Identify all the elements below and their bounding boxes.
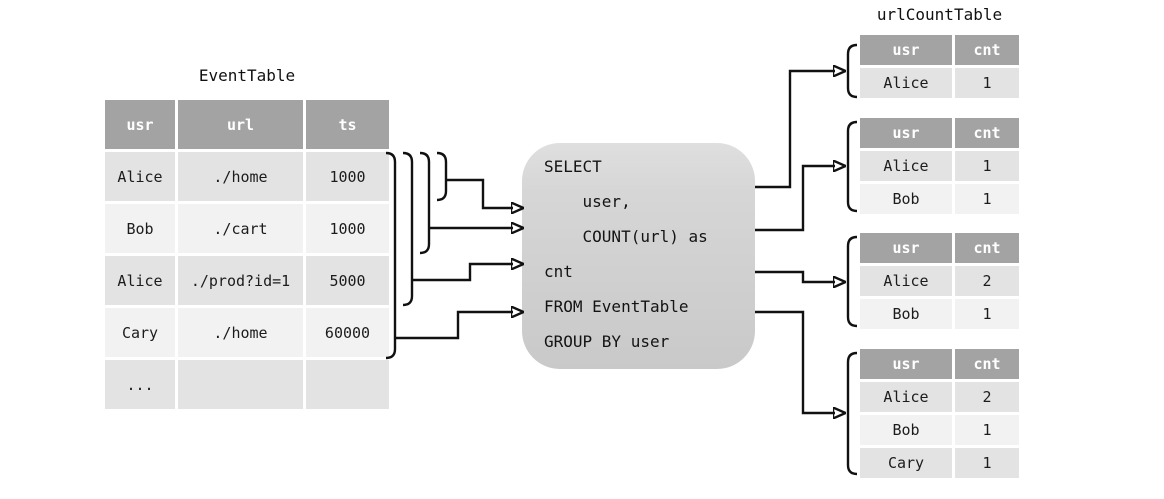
result-cell-cnt: 1 xyxy=(955,151,1019,181)
flow-arrow-into-query-4 xyxy=(395,312,513,340)
result-cell-usr: Bob xyxy=(860,299,952,329)
result-cell-cnt: 2 xyxy=(955,266,1019,296)
result-cell-cnt: 2 xyxy=(955,382,1019,412)
event-cell-usr: Cary xyxy=(105,308,175,357)
flow-arrow-into-query-3 xyxy=(412,264,513,282)
event-table-header-ts: ts xyxy=(306,100,389,149)
event-cell-ts xyxy=(306,360,389,409)
result-header-cnt: cnt xyxy=(955,35,1019,65)
result-bracket-4 xyxy=(846,351,858,476)
result-cell-cnt: 1 xyxy=(955,184,1019,214)
event-table-header-usr: usr xyxy=(105,100,175,149)
event-cell-usr: ... xyxy=(105,360,175,409)
event-cell-ts: 5000 xyxy=(306,256,389,305)
event-cell-usr: Bob xyxy=(105,204,175,253)
result-cell-cnt: 1 xyxy=(955,448,1019,478)
event-cell-usr: Alice xyxy=(105,256,175,305)
result-table-4: usr cnt Alice 2 Bob 1 Cary 1 xyxy=(860,349,1019,478)
result-cell-usr: Alice xyxy=(860,382,952,412)
result-header-usr: usr xyxy=(860,35,952,65)
result-cell-usr: Bob xyxy=(860,184,952,214)
sql-line: COUNT(url) as xyxy=(544,227,708,246)
result-cell-cnt: 1 xyxy=(955,68,1019,98)
result-cell-cnt: 1 xyxy=(955,299,1019,329)
event-rows-bracket-1row xyxy=(436,151,448,202)
result-cell-usr: Alice xyxy=(860,266,952,296)
flow-arrow-to-result-1 xyxy=(755,71,835,189)
result-cell-cnt: 1 xyxy=(955,415,1019,445)
sql-line: SELECT xyxy=(544,157,602,176)
sql-line: FROM EventTable xyxy=(544,297,689,316)
result-header-usr: usr xyxy=(860,349,952,379)
flow-arrow-to-result-3 xyxy=(755,270,835,282)
result-bracket-1 xyxy=(846,43,858,99)
result-cell-usr: Cary xyxy=(860,448,952,478)
result-header-cnt: cnt xyxy=(955,349,1019,379)
sql-line: GROUP BY user xyxy=(544,332,670,351)
event-rows-bracket-3rows xyxy=(402,151,414,307)
event-table-header-url: url xyxy=(178,100,303,149)
result-cell-usr: Alice xyxy=(860,68,952,98)
flow-arrow-to-result-2 xyxy=(755,166,835,232)
event-cell-url: ./home xyxy=(178,152,303,201)
result-table-3: usr cnt Alice 2 Bob 1 xyxy=(860,233,1019,329)
result-header-usr: usr xyxy=(860,118,952,148)
event-rows-bracket-2rows xyxy=(419,151,431,255)
result-header-cnt: cnt xyxy=(955,233,1019,263)
result-header-cnt: cnt xyxy=(955,118,1019,148)
event-cell-url: ./cart xyxy=(178,204,303,253)
result-table-1: usr cnt Alice 1 xyxy=(860,35,1019,98)
event-cell-ts: 1000 xyxy=(306,152,389,201)
event-cell-url xyxy=(178,360,303,409)
sql-line: cnt xyxy=(544,262,573,281)
flow-arrow-into-query-1 xyxy=(446,178,513,208)
sql-query-box: SELECT user, COUNT(url) as cnt FROM Even… xyxy=(522,143,755,369)
result-header-usr: usr xyxy=(860,233,952,263)
event-cell-ts: 60000 xyxy=(306,308,389,357)
url-count-table-title: urlCountTable xyxy=(876,5,1003,24)
event-table-title: EventTable xyxy=(198,66,296,85)
sql-line: user, xyxy=(544,192,631,211)
event-cell-usr: Alice xyxy=(105,152,175,201)
result-cell-usr: Alice xyxy=(860,151,952,181)
result-bracket-3 xyxy=(846,235,858,328)
result-cell-usr: Bob xyxy=(860,415,952,445)
event-cell-url: ./home xyxy=(178,308,303,357)
result-bracket-2 xyxy=(846,120,858,213)
event-cell-url: ./prod?id=1 xyxy=(178,256,303,305)
event-cell-ts: 1000 xyxy=(306,204,389,253)
event-table: usr url ts Alice ./home 1000 Bob ./cart … xyxy=(105,100,389,409)
flow-arrow-to-result-4 xyxy=(755,310,835,413)
result-table-2: usr cnt Alice 1 Bob 1 xyxy=(860,118,1019,214)
